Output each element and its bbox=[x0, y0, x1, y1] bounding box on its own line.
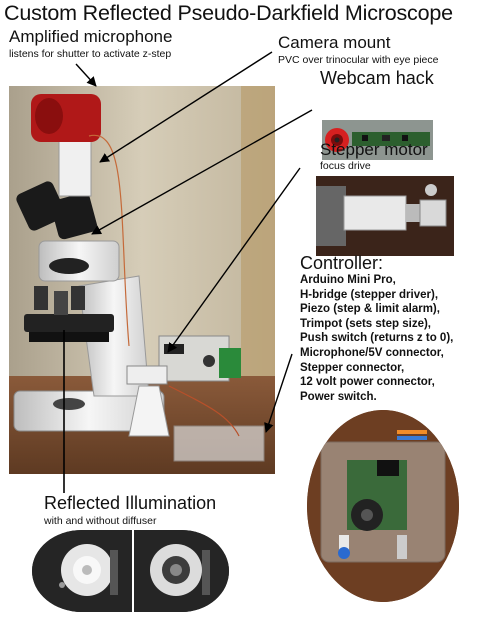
camera-mount-label: Camera mount bbox=[278, 33, 391, 52]
microphone-pointer bbox=[75, 63, 97, 87]
microphone-label: Amplified microphone bbox=[9, 27, 173, 46]
webcam-label: Webcam hack bbox=[320, 68, 434, 88]
page-title: Custom Reflected Pseudo-Darkfield Micros… bbox=[4, 1, 453, 25]
controller-label: Controller: bbox=[300, 253, 384, 273]
list-item: Microphone/5V connector, bbox=[300, 346, 444, 359]
list-item: H-bridge (stepper driver), bbox=[300, 288, 439, 301]
list-item: 12 volt power connector, bbox=[300, 376, 435, 389]
controller-photo bbox=[307, 410, 459, 602]
illumination-label: Reflected Illumination bbox=[44, 493, 217, 513]
microscope-photo bbox=[9, 86, 275, 474]
camera-mount-sublabel: PVC over trinocular with eye piece bbox=[278, 54, 439, 66]
controller-list: Arduino Mini Pro, H-bridge (stepper driv… bbox=[300, 273, 453, 404]
list-item: Trimpot (sets step size), bbox=[300, 317, 432, 330]
list-item: Push switch (returns z to 0), bbox=[300, 332, 454, 345]
stepper-label: Stepper motor bbox=[320, 140, 428, 159]
illumination-photo-diffuser bbox=[32, 530, 132, 612]
stepper-photo bbox=[316, 176, 454, 256]
list-item: Stepper connector, bbox=[300, 361, 405, 374]
illumination-photo-no-diffuser bbox=[134, 530, 229, 612]
illumination-sublabel: with and without diffuser bbox=[44, 515, 157, 527]
webcam-photo bbox=[322, 120, 433, 160]
list-item: Arduino Mini Pro, bbox=[300, 274, 396, 286]
list-item: Piezo (step & limit alarm), bbox=[300, 303, 440, 316]
list-item: Power switch. bbox=[300, 390, 377, 403]
microphone-sublabel: listens for shutter to activate z-step bbox=[9, 48, 172, 60]
stepper-sublabel: focus drive bbox=[320, 160, 371, 172]
